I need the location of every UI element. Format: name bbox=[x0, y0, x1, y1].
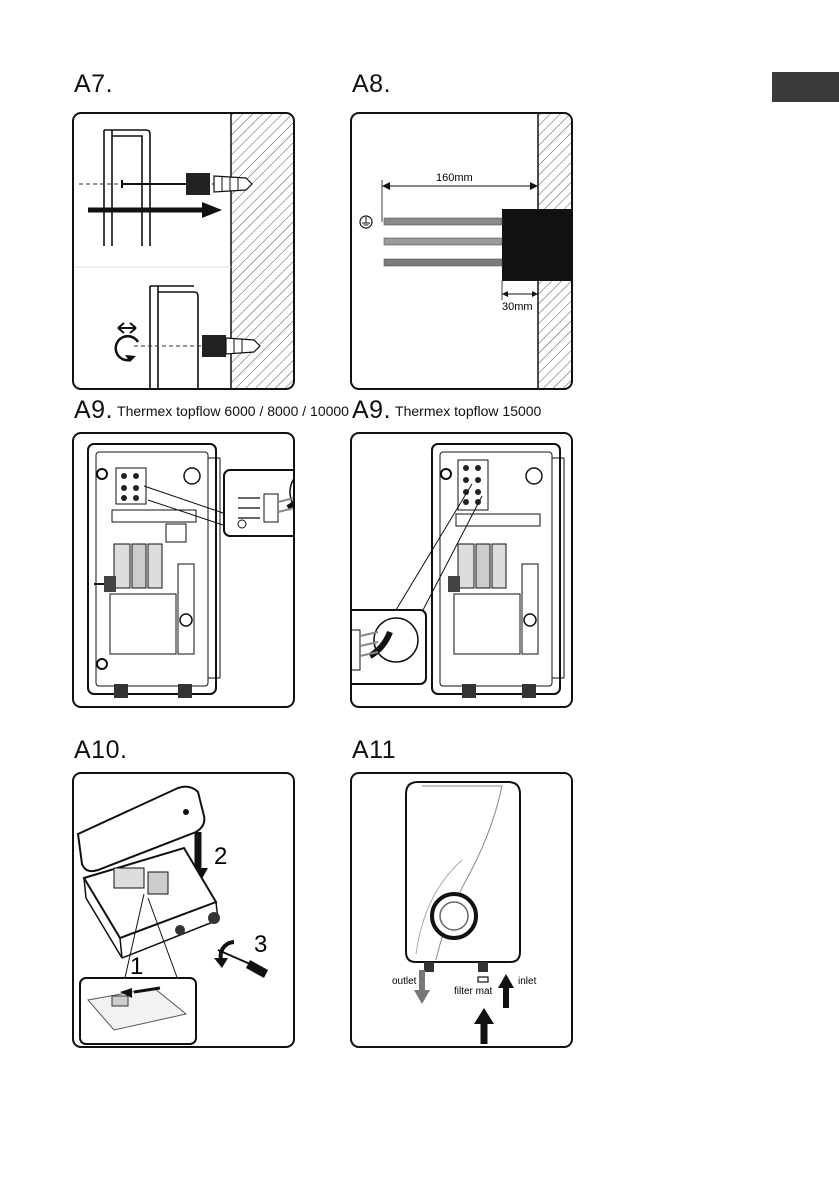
wiring-15000-illustration bbox=[352, 443, 565, 698]
rotate-icon bbox=[114, 335, 140, 362]
figure-label-a9-right: A9.Thermex topflow 15000 bbox=[352, 396, 542, 424]
figure-a9-right-panel bbox=[350, 432, 573, 708]
arrow-left-icon bbox=[120, 988, 132, 998]
figure-a10-panel: 2 3 1 bbox=[72, 772, 295, 1048]
step-2-label: 2 bbox=[214, 843, 227, 870]
outlet-arrow-icon bbox=[414, 990, 430, 1004]
earth-icon bbox=[359, 215, 373, 229]
a9-left-subtitle: Thermex topflow 6000 / 8000 / 10000 bbox=[117, 403, 349, 419]
water-connection-illustration: outlet inlet filter mat bbox=[392, 781, 537, 1044]
figure-label-a8: A8. bbox=[352, 70, 392, 98]
step-1-label: 1 bbox=[130, 953, 143, 980]
a9-right-subtitle: Thermex topflow 15000 bbox=[395, 403, 542, 419]
dimension-160: 160mm bbox=[436, 172, 473, 184]
figure-a11-panel: outlet inlet filter mat bbox=[350, 772, 573, 1048]
filter-label: filter mat bbox=[454, 986, 493, 997]
move-icon bbox=[117, 322, 137, 334]
figure-label-a7: A7. bbox=[74, 70, 114, 98]
inlet-label: inlet bbox=[518, 976, 537, 987]
filter-mat-icon bbox=[477, 976, 489, 983]
cable-length-illustration: 160mm 30mm bbox=[359, 114, 571, 388]
wall-mount-illustration bbox=[74, 114, 293, 388]
language-tab bbox=[772, 72, 839, 102]
cable-box bbox=[502, 209, 571, 281]
cover-assembly-illustration: 2 3 1 bbox=[76, 785, 268, 1045]
spacer-block bbox=[186, 173, 210, 195]
arrow-right-icon bbox=[202, 202, 222, 218]
outlet-label: outlet bbox=[392, 976, 417, 987]
figure-label-a11: A11 bbox=[352, 736, 397, 764]
figure-a7-panel bbox=[72, 112, 295, 390]
inlet-arrow-icon bbox=[498, 974, 514, 988]
figure-label-a10: A10. bbox=[74, 736, 128, 764]
figure-a9-left-panel bbox=[72, 432, 295, 708]
wiring-6000-illustration bbox=[87, 443, 293, 698]
step-3-label: 3 bbox=[254, 931, 267, 958]
dimension-30: 30mm bbox=[502, 301, 533, 313]
figure-a8-panel: 160mm 30mm bbox=[350, 112, 573, 390]
arrow-up-icon bbox=[474, 1008, 494, 1024]
figure-label-a9-left: A9.Thermex topflow 6000 / 8000 / 10000 bbox=[74, 396, 349, 424]
